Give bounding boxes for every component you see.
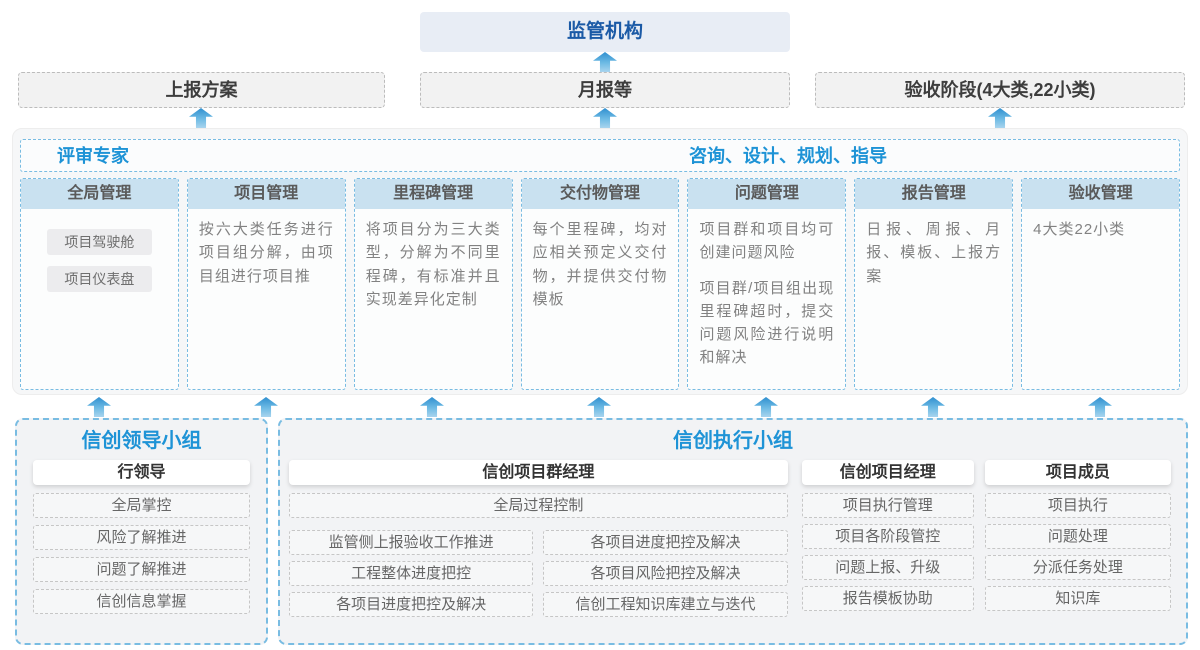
- up-arrow-icon: [921, 397, 945, 417]
- column-title: 问题管理: [688, 179, 846, 209]
- column-title: 报告管理: [855, 179, 1013, 209]
- up-arrow-icon: [587, 397, 611, 417]
- project-member-group: 项目成员 项目执行 问题处理 分派任务处理 知识库: [984, 457, 1171, 623]
- column-milestone-management: 里程碑管理 将项目分为三大类型，分解为不同里程碑，有标准并且实现差异化定制: [353, 178, 513, 390]
- role-program-manager: 信创项目群经理: [289, 460, 788, 485]
- column-body: 4大类22小类: [1022, 209, 1179, 262]
- up-arrow-icon: [754, 397, 778, 417]
- up-arrow-icon: [593, 52, 617, 72]
- column-body: 日报、周报、月报、模板、上报方案: [855, 209, 1012, 309]
- pjm-item: 项目执行管理: [801, 493, 974, 518]
- management-columns: 全局管理 项目驾驶舱 项目仪表盘 项目管理 按六大类任务进行项目组分解，由项目组…: [20, 178, 1181, 390]
- pjm-item: 报告模板协助: [801, 586, 974, 611]
- column-title: 里程碑管理: [354, 179, 512, 209]
- pm-item: 各项目进度把控及解决: [543, 530, 788, 555]
- report-box-plan: 上报方案: [18, 72, 385, 108]
- column-paragraph: 项目群/项目组出现里程碑超时，提交问题风险进行说明和解决: [699, 279, 835, 367]
- leader-item: 全局掌控: [33, 493, 250, 518]
- role-project-member: 项目成员: [984, 460, 1171, 485]
- column-paragraph: 每个里程碑，均对应相关预定义交付物，并提供交付物模板: [532, 221, 668, 308]
- exec-subgroups: 信创项目群经理 全局过程控制 监管侧上报验收工作推进 工程整体进度把控 各项目进…: [280, 457, 1186, 623]
- column-paragraph: 日报、周报、月报、模板、上报方案: [866, 221, 1002, 285]
- pm-item: 监管侧上报验收工作推进: [289, 530, 534, 555]
- pjm-item: 问题上报、升级: [801, 555, 974, 580]
- role-bank-leader: 行领导: [33, 460, 250, 485]
- column-body: 按六大类任务进行项目组分解，由项目组进行项目推: [188, 209, 345, 309]
- up-arrow-icon: [988, 108, 1012, 128]
- advisory-label: 咨询、设计、规划、指导: [689, 146, 887, 166]
- column-paragraph: 4大类22小类: [1033, 221, 1126, 238]
- expert-label: 评审专家: [57, 146, 129, 166]
- member-item: 项目执行: [984, 493, 1171, 518]
- role-project-manager: 信创项目经理: [801, 460, 974, 485]
- report-box-monthly: 月报等: [420, 72, 790, 108]
- up-arrow-icon: [87, 397, 111, 417]
- up-arrow-icon: [420, 397, 444, 417]
- column-body: 将项目分为三大类型，分解为不同里程碑，有标准并且实现差异化定制: [355, 209, 512, 332]
- program-manager-group: 信创项目群经理 全局过程控制 监管侧上报验收工作推进 工程整体进度把控 各项目进…: [289, 457, 788, 623]
- column-global-management: 全局管理 项目驾驶舱 项目仪表盘: [20, 178, 179, 390]
- regulator-box: 监管机构: [420, 12, 790, 52]
- pm-item-full: 全局过程控制: [289, 493, 788, 518]
- leader-group-title: 信创领导小组: [81, 430, 202, 452]
- column-paragraph: 将项目分为三大类型，分解为不同里程碑，有标准并且实现差异化定制: [365, 221, 501, 308]
- leader-item: 信创信息掌握: [33, 589, 250, 614]
- pm-item: 工程整体进度把控: [289, 561, 534, 586]
- column-paragraph: 按六大类任务进行项目组分解，由项目组进行项目推: [198, 221, 334, 285]
- column-title: 验收管理: [1022, 179, 1180, 209]
- member-item: 知识库: [984, 586, 1171, 611]
- member-item: 问题处理: [984, 524, 1171, 549]
- tag-project-cockpit: 项目驾驶舱: [46, 229, 153, 255]
- column-issue-management: 问题管理 项目群和项目均可创建问题风险 项目群/项目组出现里程碑超时，提交问题风…: [687, 178, 847, 390]
- leader-item: 风险了解推进: [33, 525, 250, 550]
- leader-group-box: 信创领导小组 行领导 全局掌控 风险了解推进 问题了解推进 信创信息掌握: [15, 418, 268, 645]
- pm-item: 信创工程知识库建立与迭代: [543, 592, 788, 617]
- pm-item: 各项目进度把控及解决: [289, 592, 534, 617]
- report-box-acceptance: 验收阶段(4大类,22小类): [815, 72, 1185, 108]
- column-body: 项目群和项目均可创建问题风险 项目群/项目组出现里程碑超时，提交问题风险进行说明…: [688, 209, 845, 389]
- exec-group-title: 信创执行小组: [673, 430, 793, 452]
- project-manager-group: 信创项目经理 项目执行管理 项目各阶段管控 问题上报、升级 报告模板协助: [801, 457, 974, 623]
- up-arrow-icon: [593, 108, 617, 128]
- pjm-item: 项目各阶段管控: [801, 524, 974, 549]
- advisory-band: 评审专家 咨询、设计、规划、指导: [20, 139, 1180, 172]
- pm-item: 各项目风险把控及解决: [543, 561, 788, 586]
- tag-project-dashboard: 项目仪表盘: [46, 266, 153, 292]
- column-title: 全局管理: [21, 179, 178, 209]
- pm-item-grid: 监管侧上报验收工作推进 工程整体进度把控 各项目进度把控及解决 各项目进度把控及…: [289, 524, 788, 623]
- column-deliverable-management: 交付物管理 每个里程碑，均对应相关预定义交付物，并提供交付物模板: [520, 178, 680, 390]
- column-title: 项目管理: [187, 179, 345, 209]
- exec-group-box: 信创执行小组 信创项目群经理 全局过程控制 监管侧上报验收工作推进 工程整体进度…: [278, 418, 1188, 645]
- column-title: 交付物管理: [521, 179, 679, 209]
- leader-item: 问题了解推进: [33, 557, 250, 582]
- column-report-management: 报告管理 日报、周报、月报、模板、上报方案: [854, 178, 1014, 390]
- column-paragraph: 项目群和项目均可创建问题风险: [699, 221, 835, 262]
- column-body: 项目驾驶舱 项目仪表盘: [21, 209, 178, 312]
- column-acceptance-management: 验收管理 4大类22小类: [1021, 178, 1181, 390]
- up-arrow-icon: [189, 108, 213, 128]
- member-item: 分派任务处理: [984, 555, 1171, 580]
- column-project-management: 项目管理 按六大类任务进行项目组分解，由项目组进行项目推: [186, 178, 346, 390]
- up-arrow-icon: [1088, 397, 1112, 417]
- column-body: 每个里程碑，均对应相关预定义交付物，并提供交付物模板: [522, 209, 679, 332]
- up-arrow-icon: [254, 397, 278, 417]
